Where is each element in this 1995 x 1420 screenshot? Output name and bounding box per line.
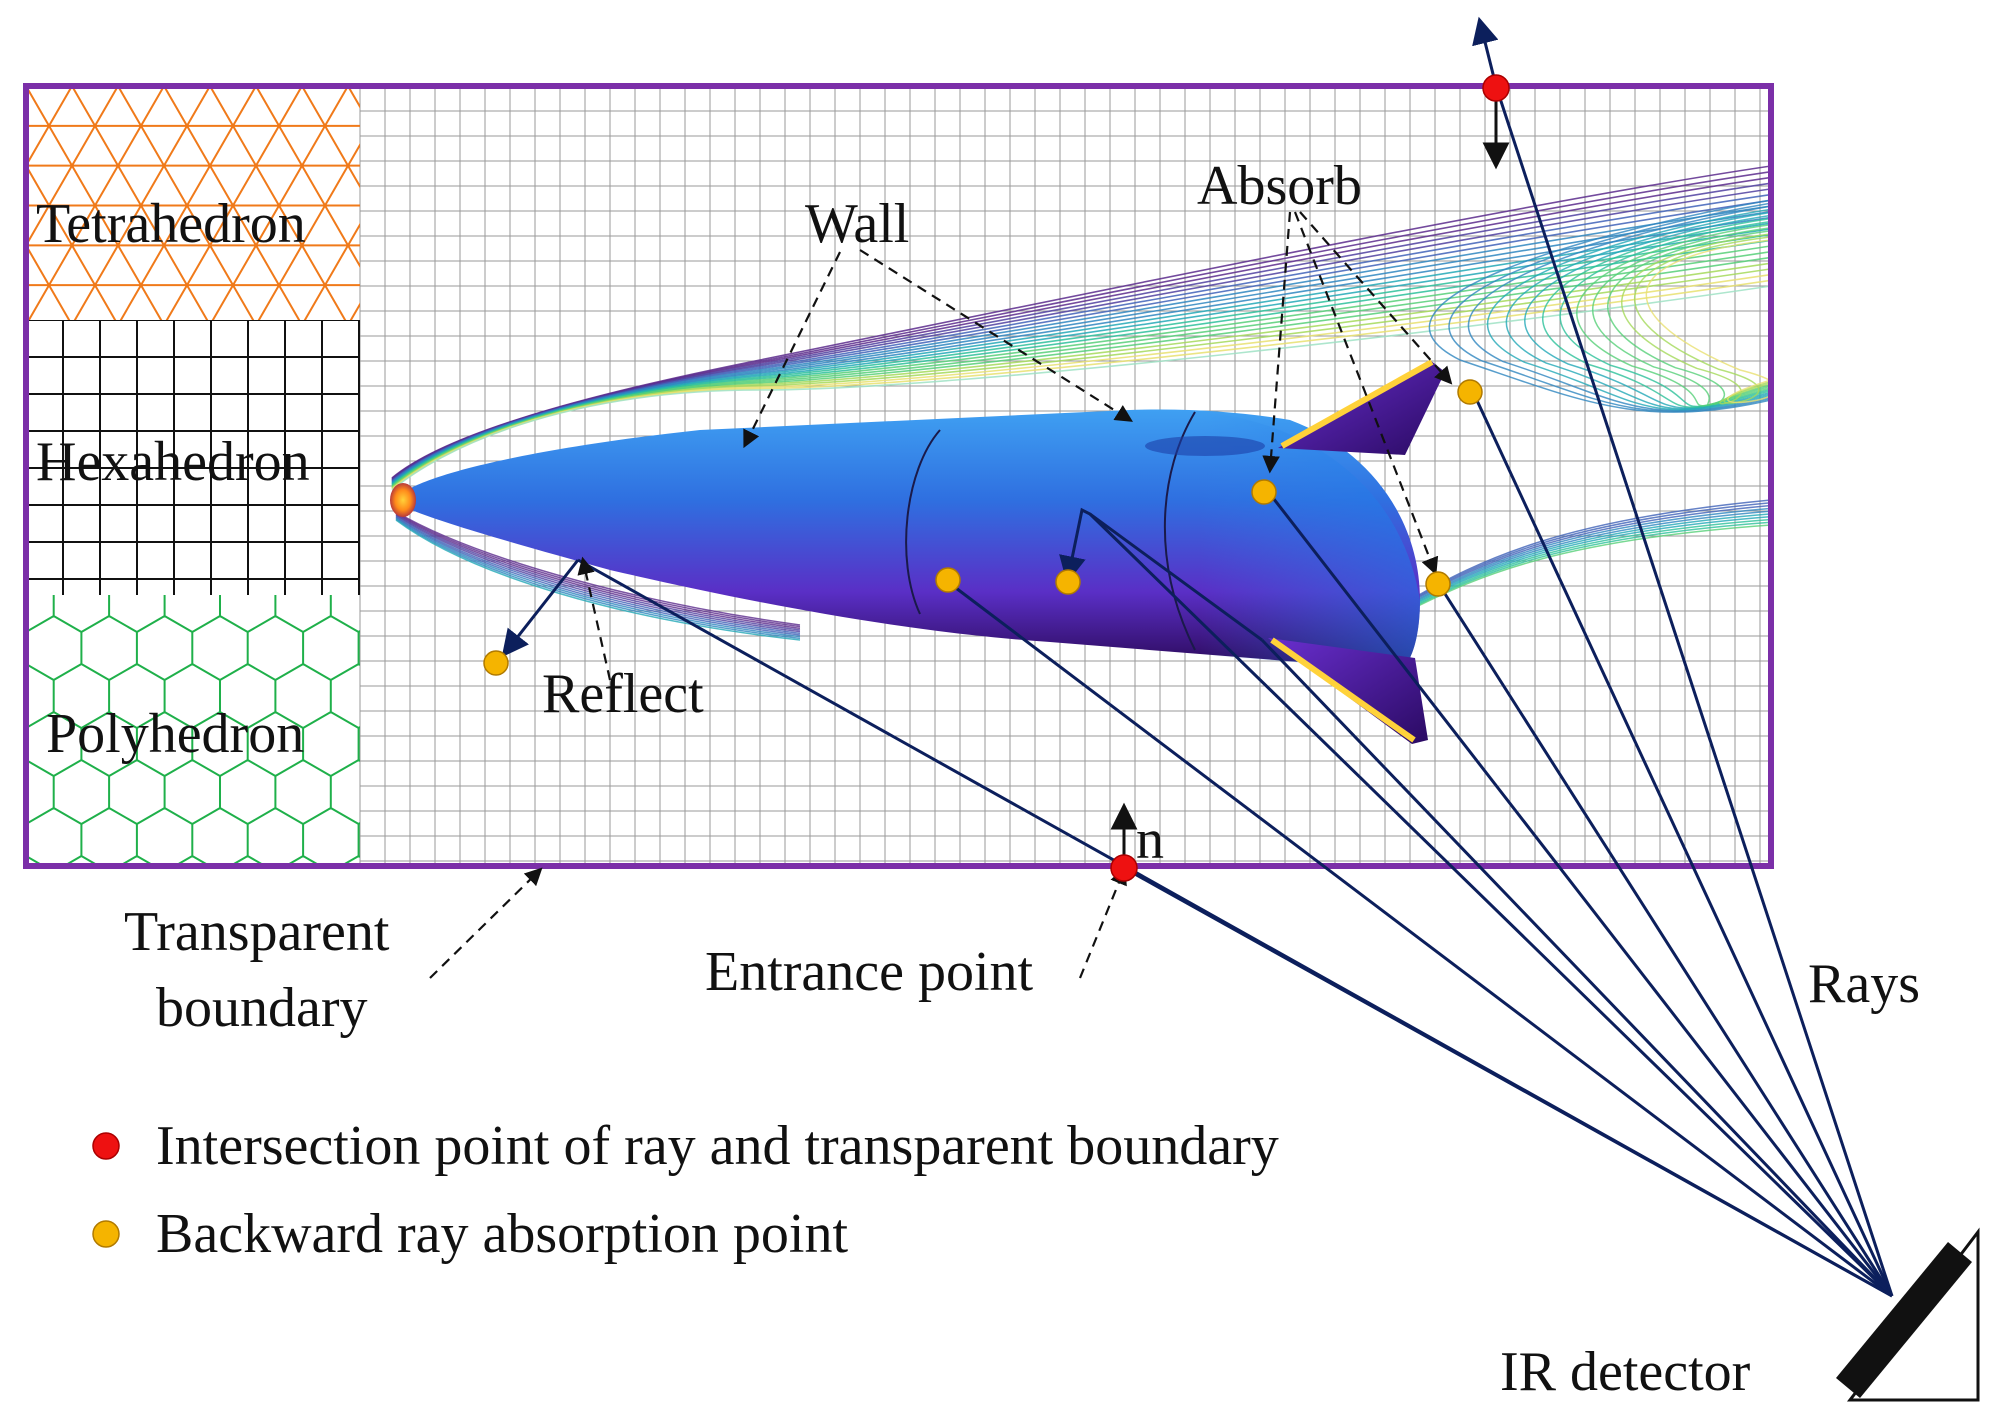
label-ir-detector: IR detector	[1500, 1341, 1751, 1403]
label-wall: Wall	[805, 193, 909, 255]
contour-wake	[1467, 205, 1771, 412]
legend-red-dot	[92, 1132, 120, 1160]
transparent-boundary	[23, 83, 1774, 869]
contour-wake	[1592, 226, 1771, 406]
contour-wake	[1576, 223, 1771, 407]
ray-line	[1088, 512, 1894, 1298]
ray-refracted	[1059, 507, 1263, 642]
nose-hotspot	[390, 483, 416, 517]
upper-fin	[1278, 360, 1445, 455]
contour-wake	[1448, 202, 1771, 413]
label-polyhedron: Polyhedron	[46, 703, 304, 765]
rays	[501, 16, 1894, 1298]
ir-detector-icon	[1836, 1227, 1980, 1402]
flow-contours	[391, 165, 1771, 641]
contour-rear	[1409, 504, 1771, 603]
contour-lower	[395, 514, 801, 631]
hexahedron-mesh	[26, 320, 360, 595]
callout-lines	[429, 211, 1453, 979]
label-boundary: boundary	[156, 977, 368, 1039]
contour-upper	[391, 285, 1771, 491]
ray-line	[1494, 85, 1894, 1297]
ray-line	[1260, 638, 1894, 1298]
absorption-point	[483, 650, 509, 676]
hexa-lines	[26, 320, 360, 595]
contour-rear	[1409, 507, 1771, 604]
contour-rear	[1409, 510, 1771, 606]
contour-wake	[1633, 236, 1771, 404]
absorption-point	[1055, 569, 1081, 595]
contour-wake	[1541, 217, 1771, 408]
ray-line	[1472, 393, 1894, 1297]
contour-lower	[395, 517, 801, 638]
ray-line	[947, 580, 1893, 1298]
contour-lower	[395, 519, 801, 641]
ray-reflected	[501, 559, 580, 658]
intersection-point	[1110, 854, 1138, 882]
contour-wake	[1621, 233, 1771, 405]
contour-lower	[395, 518, 801, 640]
legend: Intersection point of ray and transparen…	[92, 1115, 1279, 1265]
ray-line	[1268, 493, 1894, 1297]
vehicle-body	[390, 359, 1445, 744]
tetra-lines	[26, 86, 360, 320]
label-tetrahedron: Tetrahedron	[36, 193, 306, 255]
label-reflect: Reflect	[542, 663, 704, 725]
ray-line	[1438, 585, 1894, 1297]
contour-rear	[1409, 524, 1771, 611]
absorption-point	[1251, 479, 1277, 505]
tetrahedron-mesh	[26, 86, 360, 320]
ray-entrance	[1123, 866, 1893, 1298]
label-absorb: Absorb	[1197, 155, 1362, 217]
contour-wake	[1505, 211, 1771, 410]
legend-yellow-dot	[92, 1220, 120, 1248]
contour-lower	[395, 512, 801, 628]
label-rays: Rays	[1808, 953, 1920, 1015]
contour-wake	[1486, 208, 1771, 411]
absorption-point	[1457, 379, 1483, 405]
contour-wake	[1559, 220, 1771, 408]
label-hexahedron: Hexahedron	[36, 431, 310, 493]
absorption-point	[1425, 571, 1451, 597]
contour-wake	[1524, 214, 1771, 409]
absorption-point	[935, 567, 961, 593]
intersection-point	[1482, 74, 1510, 102]
legend-item-absorption: Backward ray absorption point	[156, 1203, 848, 1265]
contour-lower	[395, 513, 801, 630]
label-transparent: Transparent	[124, 901, 390, 963]
contour-wake	[1607, 230, 1771, 406]
legend-item-intersection: Intersection point of ray and transparen…	[156, 1115, 1279, 1177]
label-normal: n	[1136, 809, 1164, 871]
contour-wake	[1645, 239, 1771, 404]
contour-wake	[1428, 199, 1771, 413]
label-entrance-point: Entrance point	[705, 941, 1034, 1003]
points	[483, 74, 1510, 882]
contour-lower	[395, 511, 801, 626]
